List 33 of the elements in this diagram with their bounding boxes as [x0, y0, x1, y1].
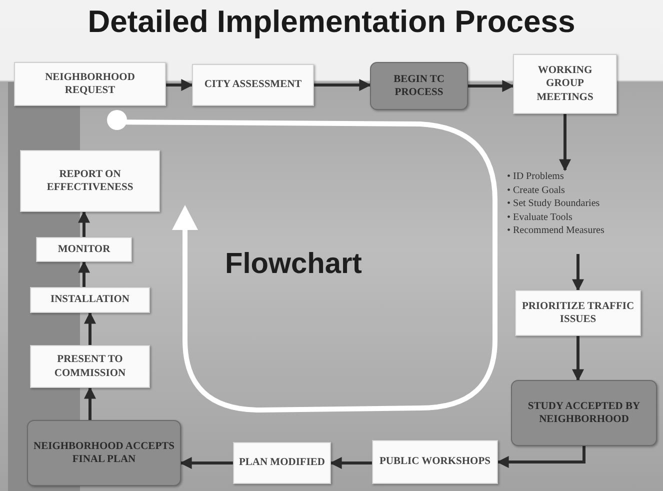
process-box: WORKING GROUP MEETINGS [513, 54, 617, 114]
process-box: MONITOR [36, 237, 132, 262]
process-box: PRIORITIZE TRAFFIC ISSUES [515, 290, 641, 336]
process-box: PLAN MODIFIED [233, 442, 331, 484]
process-box: CITY ASSESSMENT [192, 64, 314, 106]
arrow [572, 254, 584, 292]
milestone-box: STUDY ACCEPTED BY NEIGHBORHOOD [511, 380, 657, 446]
center-label: Flowchart [225, 248, 362, 281]
process-box: PRESENT TO COMMISSION [30, 345, 150, 388]
process-box: REPORT ON EFFECTIVENESS [20, 150, 160, 212]
bullet-item: • Set Study Boundaries [507, 197, 601, 210]
bullet-item: • Create Goals [507, 184, 566, 197]
milestone-box: NEIGHBORHOOD ACCEPTS FINAL PLAN [27, 420, 181, 486]
arrow [496, 446, 586, 468]
bullet-item: • Recommend Measures [507, 224, 606, 238]
milestone-box: BEGIN TC PROCESS [370, 62, 468, 110]
arrow [330, 457, 372, 469]
bullet-item: • Evaluate Tools [507, 210, 574, 224]
arrow [559, 114, 571, 172]
process-box: INSTALLATION [30, 287, 150, 313]
process-box: NEIGHBORHOOD REQUEST [14, 62, 166, 106]
bullet-item: • ID Problems [507, 170, 565, 184]
arrow [468, 80, 514, 92]
arrow [314, 79, 372, 91]
arrow [78, 210, 90, 237]
arrow [572, 336, 584, 382]
arrow [180, 457, 233, 469]
arrow [166, 79, 194, 91]
arrow [84, 312, 96, 345]
title: Detailed Implementation Process [86, 4, 576, 40]
arrow [78, 260, 90, 287]
arrow [84, 386, 96, 420]
process-box: PUBLIC WORKSHOPS [372, 440, 498, 484]
